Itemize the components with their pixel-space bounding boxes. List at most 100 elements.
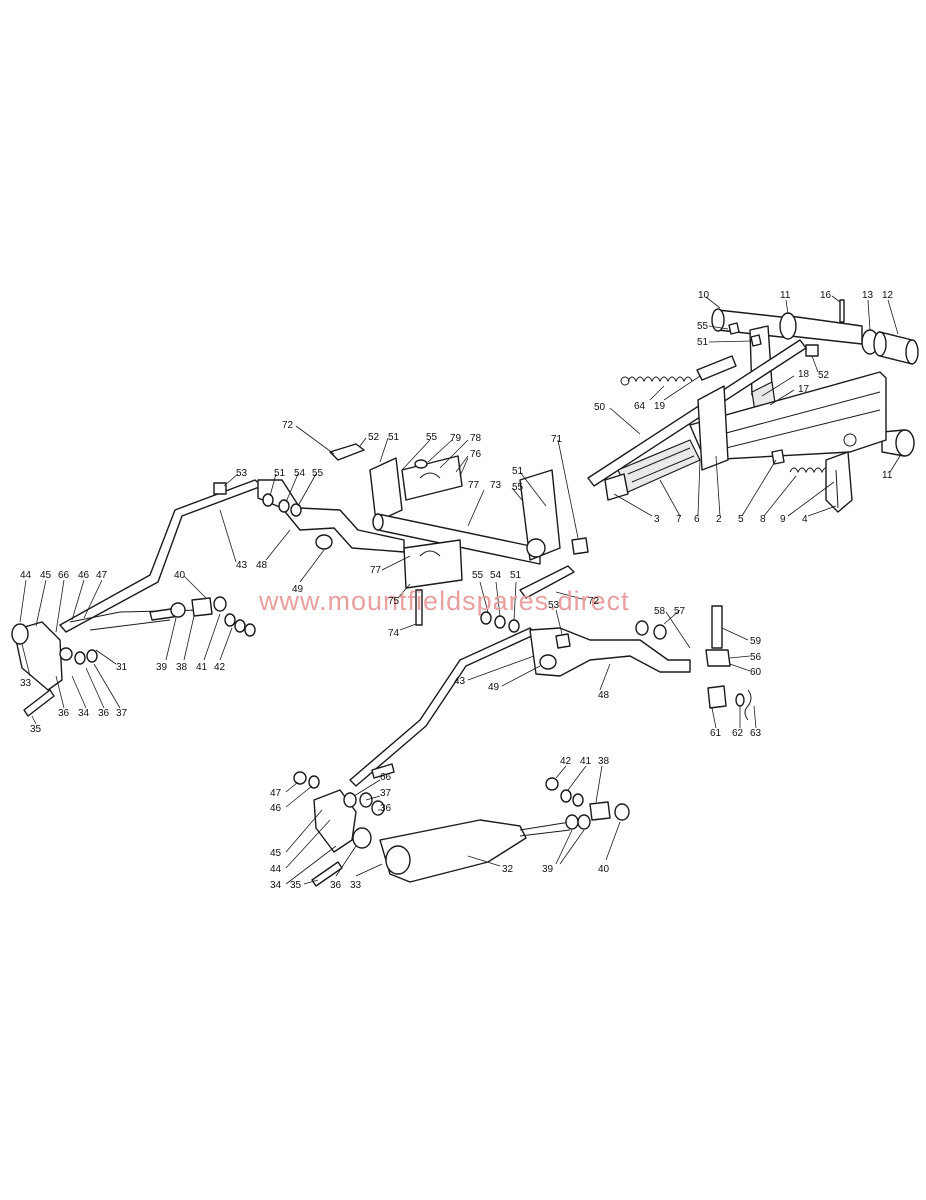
callout-39: 39: [542, 864, 554, 875]
callout-77: 77: [468, 480, 480, 491]
callout-55: 55: [312, 468, 324, 479]
callout-78: 78: [470, 433, 482, 444]
callout-9: 9: [780, 514, 786, 525]
callout-55: 55: [697, 321, 709, 332]
callout-53: 53: [548, 600, 560, 611]
callout-51: 51: [274, 468, 286, 479]
callout-45: 45: [40, 570, 52, 581]
callout-72: 72: [282, 420, 294, 431]
callout-37: 37: [116, 708, 128, 719]
callout-52: 52: [368, 432, 380, 443]
callout-35: 35: [30, 724, 42, 735]
callout-36: 36: [330, 880, 342, 891]
callout-76: 76: [470, 449, 482, 460]
callout-5: 5: [738, 514, 744, 525]
callout-66: 66: [58, 570, 70, 581]
callout-40: 40: [174, 570, 186, 581]
callout-11: 11: [882, 470, 893, 481]
callout-59: 59: [750, 636, 762, 647]
callout-43: 43: [454, 676, 466, 687]
callout-49: 49: [488, 682, 500, 693]
callout-51: 51: [510, 570, 522, 581]
callout-2: 2: [716, 514, 722, 525]
pedal-shaft-assembly: [587, 299, 919, 513]
callout-73: 73: [490, 480, 502, 491]
callout-50: 50: [594, 402, 606, 413]
callout-64: 64: [634, 401, 646, 412]
callout-71: 71: [551, 434, 563, 445]
callout-33: 33: [20, 678, 32, 689]
right-link-assembly: [349, 565, 752, 787]
callout-41: 41: [196, 662, 208, 673]
callout-7: 7: [676, 514, 682, 525]
callout-6: 6: [694, 514, 700, 525]
callout-55: 55: [512, 482, 524, 493]
callout-57: 57: [674, 606, 686, 617]
callout-18: 18: [798, 369, 810, 380]
callout-40: 40: [598, 864, 610, 875]
callout-45: 45: [270, 848, 282, 859]
callout-51: 51: [512, 466, 524, 477]
callout-55: 55: [472, 570, 484, 581]
callout-60: 60: [750, 667, 762, 678]
callout-37: 37: [380, 788, 392, 799]
callout-62: 62: [732, 728, 744, 739]
callout-47: 47: [270, 788, 282, 799]
callout-42: 42: [214, 662, 226, 673]
callout-72: 72: [588, 596, 600, 607]
callout-47: 47: [96, 570, 108, 581]
callout-52: 52: [818, 370, 830, 381]
callout-labels: 10 11 16 13 12 55 51 52 18 17 50 64 19 7…: [20, 290, 894, 891]
callout-17: 17: [798, 384, 810, 395]
callout-43: 43: [236, 560, 248, 571]
callout-46: 46: [78, 570, 90, 581]
callout-41: 41: [580, 756, 592, 767]
callout-34: 34: [270, 880, 282, 891]
callout-4: 4: [802, 514, 808, 525]
callout-36: 36: [380, 803, 392, 814]
callout-11: 11: [780, 290, 791, 301]
leader-lines: [19, 295, 901, 885]
callout-32: 32: [502, 864, 514, 875]
callout-44: 44: [270, 864, 282, 875]
callout-33: 33: [350, 880, 362, 891]
callout-54: 54: [490, 570, 502, 581]
callout-56: 56: [750, 652, 762, 663]
watermark-text: www.mountfieldspares.direct: [258, 586, 630, 616]
callout-35: 35: [290, 880, 302, 891]
callout-53: 53: [236, 468, 248, 479]
callout-48: 48: [256, 560, 268, 571]
callout-8: 8: [760, 514, 766, 525]
callout-3: 3: [654, 514, 660, 525]
callout-38: 38: [176, 662, 188, 673]
callout-51: 51: [388, 432, 400, 443]
callout-31: 31: [116, 662, 128, 673]
callout-66: 66: [380, 772, 392, 783]
callout-44: 44: [20, 570, 32, 581]
callout-61: 61: [710, 728, 722, 739]
callout-79: 79: [450, 433, 462, 444]
cross-shaft-assembly: [329, 443, 589, 626]
callout-16: 16: [820, 290, 832, 301]
callout-51: 51: [697, 337, 709, 348]
callout-36: 36: [98, 708, 110, 719]
callout-36: 36: [58, 708, 70, 719]
callout-19: 19: [654, 401, 666, 412]
callout-63: 63: [750, 728, 762, 739]
callout-34: 34: [78, 708, 90, 719]
callout-58: 58: [654, 606, 666, 617]
callout-48: 48: [598, 690, 610, 701]
callout-49: 49: [292, 584, 304, 595]
callout-38: 38: [598, 756, 610, 767]
callout-77: 77: [370, 565, 382, 576]
callout-75: 75: [388, 596, 400, 607]
callout-39: 39: [156, 662, 168, 673]
callout-42: 42: [560, 756, 572, 767]
callout-12: 12: [882, 290, 894, 301]
callout-74: 74: [388, 628, 400, 639]
callout-54: 54: [294, 468, 306, 479]
lower-lever-assembly: [293, 771, 630, 887]
callout-46: 46: [270, 803, 282, 814]
